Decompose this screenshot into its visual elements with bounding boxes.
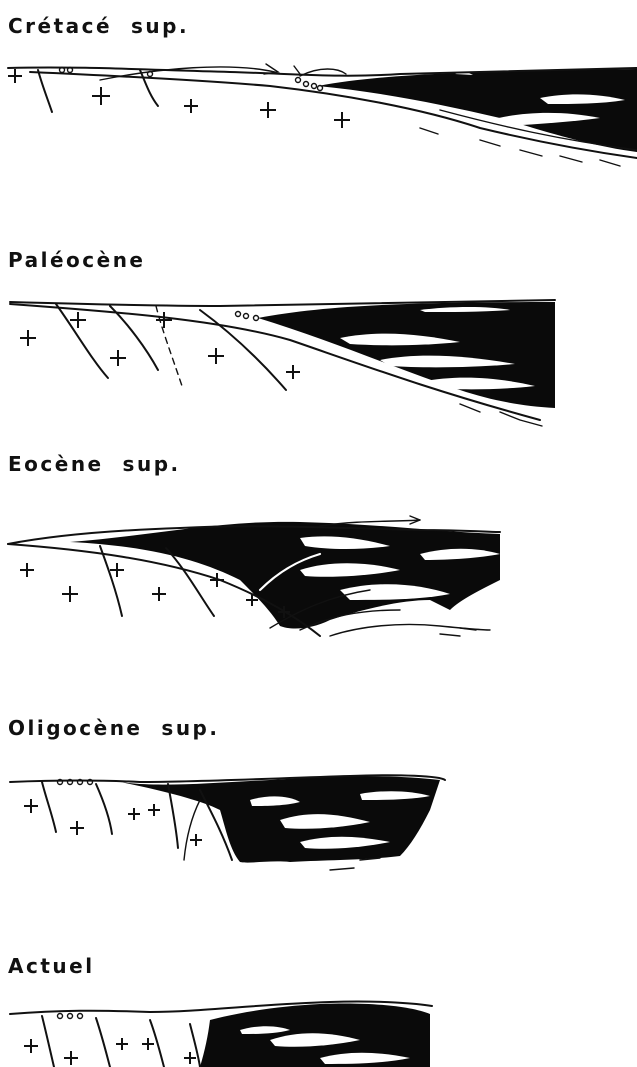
stage-oligocene: Oligocène sup. [0, 710, 637, 880]
cross-section-oligocene [0, 710, 637, 880]
cross-section-paleocene [0, 240, 637, 440]
stage-cretace: Crétacé sup. [0, 0, 637, 200]
stage-eocene: Eocène sup. [0, 450, 637, 660]
cross-section-actuel [0, 940, 637, 1067]
cross-section-eocene [0, 450, 637, 660]
stage-paleocene: Paléocène [0, 240, 637, 440]
cross-section-cretace [0, 0, 637, 200]
stage-actuel: Actuel [0, 940, 637, 1067]
